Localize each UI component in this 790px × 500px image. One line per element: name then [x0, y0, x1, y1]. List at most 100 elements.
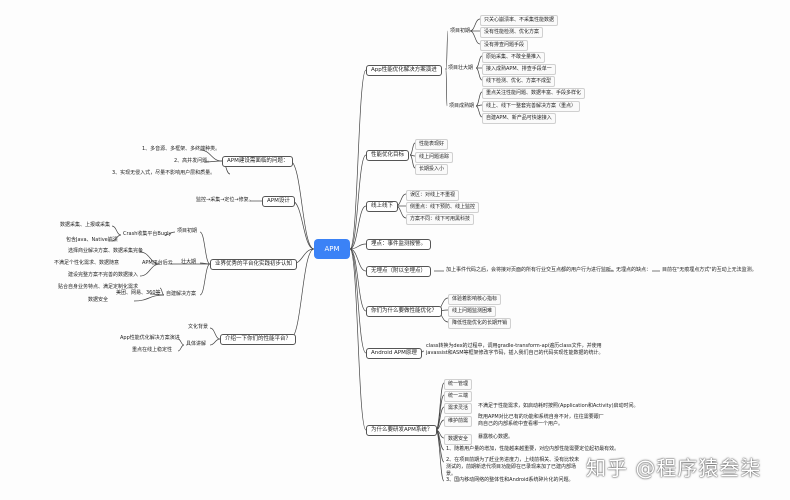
- android-text: class转换为dex的过程中，调用gradle-transform-api遍历…: [426, 343, 604, 356]
- watermark: 知乎 @程序猿叁柒: [586, 456, 762, 480]
- connector: [291, 200, 315, 250]
- item: 美团、网易、360等: [116, 290, 161, 296]
- connector: [199, 263, 211, 296]
- connector: [349, 154, 367, 250]
- connector: [349, 69, 367, 250]
- connector: [349, 205, 367, 250]
- connector: [209, 327, 221, 340]
- item: 统一管理: [444, 379, 473, 390]
- item: 线上、线下一整套完善解决方案（重点）: [482, 101, 581, 112]
- group-label: 项目初期: [177, 228, 198, 234]
- group-label: APM平台后云: [142, 260, 173, 266]
- connector: [209, 338, 221, 346]
- item: 没有性能检测、优化方案: [480, 27, 544, 38]
- connector: [289, 160, 315, 250]
- node-tracking[interactable]: 埋点：事件监测报警。: [366, 239, 432, 250]
- item: 自建APM、新产品可快速接入: [482, 113, 556, 124]
- item: 1、多音源、多框架、多终端种类。: [142, 146, 221, 152]
- item: 线上问题追踪: [415, 152, 454, 163]
- root-node-apm[interactable]: APM: [314, 239, 350, 259]
- connector: [475, 91, 483, 107]
- item: 数据采集、上报或采集: [60, 222, 111, 228]
- group-growth: 项目壮大期: [448, 65, 474, 71]
- node-android-apm[interactable]: Android APM原理: [366, 348, 422, 359]
- item: 3、实现无侵入式，尽量不影响用户层和质量。: [112, 170, 216, 176]
- item: 1、随着用户量的增加，性能越来越重要，对应内部性能需要定位起初最有效。: [446, 446, 620, 452]
- item: 线下检测、优化、方案不成型: [482, 76, 556, 87]
- item: 2、在项目前期为了赶业务进度力，上线前相关、没有比较未测试的，前期新迭代项目功能…: [446, 457, 580, 477]
- connector: [199, 231, 211, 265]
- group-early: 项目初期: [450, 28, 471, 34]
- group-label: 文化背景: [188, 324, 209, 330]
- connector: [469, 30, 481, 45]
- item: 暴露核心数据。: [478, 434, 514, 440]
- node-self-build[interactable]: 为什么要研发APM系统？: [366, 425, 438, 436]
- item: 3、国内移动网络的整体性和Android系统碎片化的问题。: [446, 477, 574, 483]
- item: 2、高并发问题。: [174, 158, 213, 164]
- connector: [349, 248, 367, 354]
- item: 只关心崩溃率、不采集性能数据: [480, 15, 559, 26]
- node-why-optimize[interactable]: 你们为什么要做性能优化？: [366, 306, 443, 317]
- connector: [111, 225, 122, 236]
- connector: [349, 248, 367, 272]
- nonintrusive-desc: 加上事件代码之后，会将接对页面的所有行业交互点都的用户行为进行监听。: [446, 267, 617, 273]
- group-mature: 项目成熟期: [449, 103, 475, 109]
- item: 线上问题监测困难: [448, 306, 497, 317]
- group-label: 壮大期: [181, 259, 197, 265]
- connector: [475, 67, 483, 81]
- item: 数据安全: [88, 297, 109, 303]
- item: 重点在线上稳定性: [132, 347, 173, 353]
- node-apm-problem[interactable]: APM建设需面临的问题：: [222, 156, 294, 167]
- item: 需求灵活: [444, 403, 473, 414]
- item: 数据安全: [444, 434, 473, 445]
- node-industry[interactable]: 业界优秀的平台化实践初步认知: [210, 259, 298, 270]
- connector: [349, 248, 367, 431]
- item: 体验着影响核心指标: [448, 294, 502, 305]
- nonintrusive-goal-text: 目前在"无痕埋点方式"的互动上无法监测。: [662, 267, 757, 273]
- group-label: 具体讲解: [186, 341, 207, 347]
- connector: [164, 231, 176, 236]
- node-perf-goal[interactable]: 性能优化目标: [366, 150, 410, 161]
- item: 选择商业解决方案、数据采集完备: [68, 248, 144, 254]
- item: 维护前需: [444, 416, 473, 427]
- connector: [475, 105, 483, 118]
- connector: [177, 344, 185, 352]
- node-online-offline[interactable]: 线上线下: [366, 201, 399, 212]
- node-nonintrusive[interactable]: 无埋点（附以全埋点）: [366, 266, 432, 277]
- nonintrusive-goal-label: 无埋点的缺点：: [616, 267, 652, 273]
- item: 建设完整方案不完善的数据接入: [68, 272, 139, 278]
- item: 接入成熟APM、排查手段单一: [482, 64, 556, 75]
- connector: [409, 142, 416, 156]
- connector: [139, 263, 161, 277]
- node-apm-design[interactable]: APM设计: [262, 196, 295, 207]
- item: 不满足于性能需求，如启动耗时按照(Application和Activity)启动…: [478, 403, 639, 409]
- node-intro-platform[interactable]: 介绍一下你们的性能平台？: [220, 334, 297, 345]
- connector: [149, 293, 165, 296]
- connector: [445, 69, 448, 107]
- connector: [435, 382, 445, 431]
- item: 包含Java、Native崩溃: [66, 237, 118, 243]
- group-label: 自建解决方案: [166, 291, 197, 297]
- item: App性能优化解决方案演进: [120, 335, 180, 341]
- connector: [349, 243, 367, 250]
- connector: [199, 149, 223, 162]
- connector: [409, 154, 416, 169]
- item: 重点关注性能问题、数据丰富、手段多样化: [482, 88, 586, 99]
- item: 贴合自身业务特点、满足定制化需求: [58, 284, 139, 290]
- item: 侧重点：线下预防、线上监控: [406, 202, 480, 213]
- item: 统一三端: [444, 391, 473, 402]
- item: 原始采集、不敢全量推入: [482, 52, 546, 63]
- connector: [203, 160, 223, 163]
- node-perf-plan[interactable]: App性能优化解决方案演进: [366, 65, 442, 76]
- item: 没有排查问题手段: [480, 40, 529, 51]
- apm-design-desc: 监控→采集→定位→修复。: [196, 197, 254, 203]
- item: 降低性能优化的长期开销: [448, 318, 512, 329]
- item: 方案不同：线下可用黑科技: [406, 214, 475, 225]
- item: 误区：对线上不重视: [406, 190, 460, 201]
- item: Crash收集平台Bugly: [123, 231, 172, 237]
- item: 性能表现好: [415, 139, 449, 150]
- item: 不满足个性化需求、数据随意: [54, 260, 120, 266]
- item: 长期投入小: [415, 164, 449, 175]
